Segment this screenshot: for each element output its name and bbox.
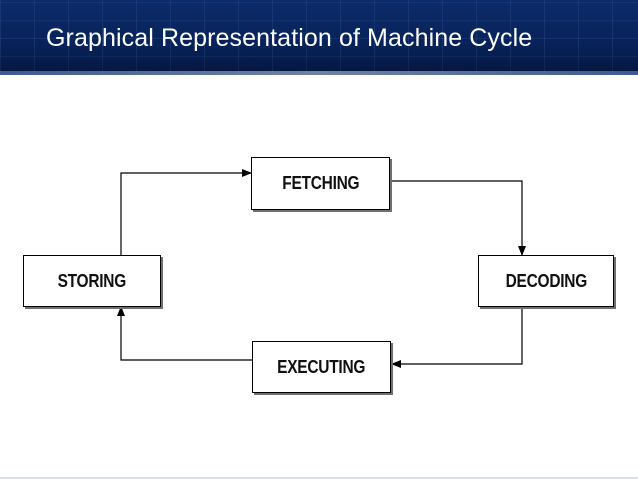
node-decoding: DECODING bbox=[478, 255, 614, 307]
slide-bottom-rule bbox=[0, 477, 638, 479]
node-executing-label: EXECUTING bbox=[277, 356, 366, 377]
slide-title: Graphical Representation of Machine Cycl… bbox=[46, 24, 533, 52]
title-bar: Graphical Representation of Machine Cycl… bbox=[0, 0, 638, 75]
arrow-executing-to-storing bbox=[117, 306, 252, 361]
arrow-decoding-to-executing bbox=[391, 307, 523, 368]
node-decoding-label: DECODING bbox=[505, 270, 587, 291]
arrow-storing-to-fetching bbox=[120, 169, 252, 256]
node-executing: EXECUTING bbox=[252, 341, 391, 393]
node-fetching-label: FETCHING bbox=[281, 173, 360, 193]
arrow-fetching-to-decoding bbox=[390, 180, 526, 256]
node-storing: STORING bbox=[23, 255, 161, 307]
node-fetching: FETCHING bbox=[251, 157, 390, 210]
node-storing-label: STORING bbox=[57, 270, 127, 291]
